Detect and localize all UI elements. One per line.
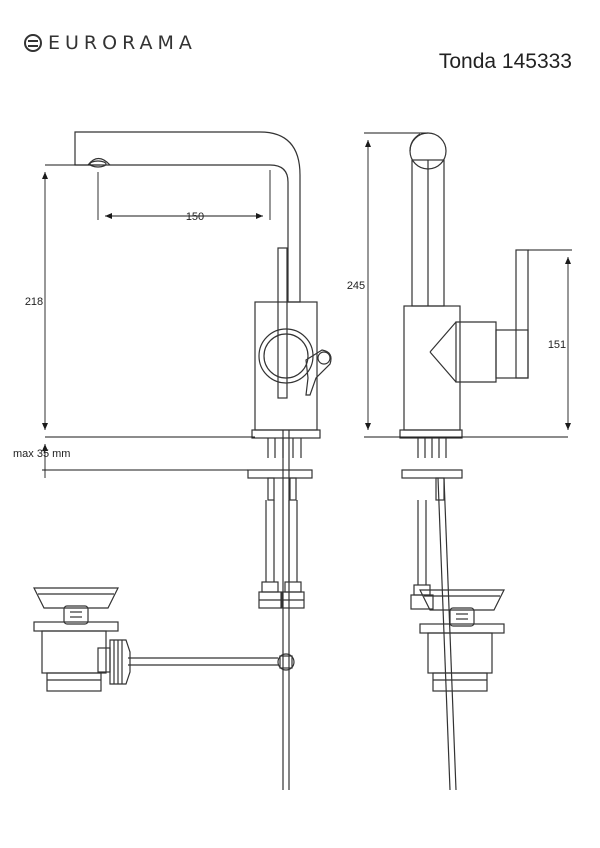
lever-height-label: 151: [548, 339, 566, 351]
height-total-label: 245: [347, 280, 365, 292]
side-drain: [419, 589, 505, 692]
front-view: [74, 131, 332, 790]
front-lever-bar: [277, 247, 288, 399]
side-lever-bar: [515, 249, 529, 379]
front-dimensions: [42, 164, 271, 478]
brand-logo: EURORAMA: [24, 30, 197, 56]
brand-name: EURORAMA: [48, 32, 197, 54]
spout-reach-label: 150: [186, 211, 204, 223]
height-front-label: 218: [25, 296, 43, 308]
logo-mark-icon: [24, 34, 42, 52]
side-view: [399, 132, 529, 791]
model-title: Tonda 145333: [438, 50, 572, 73]
side-dimensions: [364, 132, 572, 438]
front-body: [254, 301, 318, 431]
front-drain: [33, 587, 131, 692]
side-body: [403, 305, 461, 431]
max-thickness-label: max 35 mm: [13, 448, 70, 460]
